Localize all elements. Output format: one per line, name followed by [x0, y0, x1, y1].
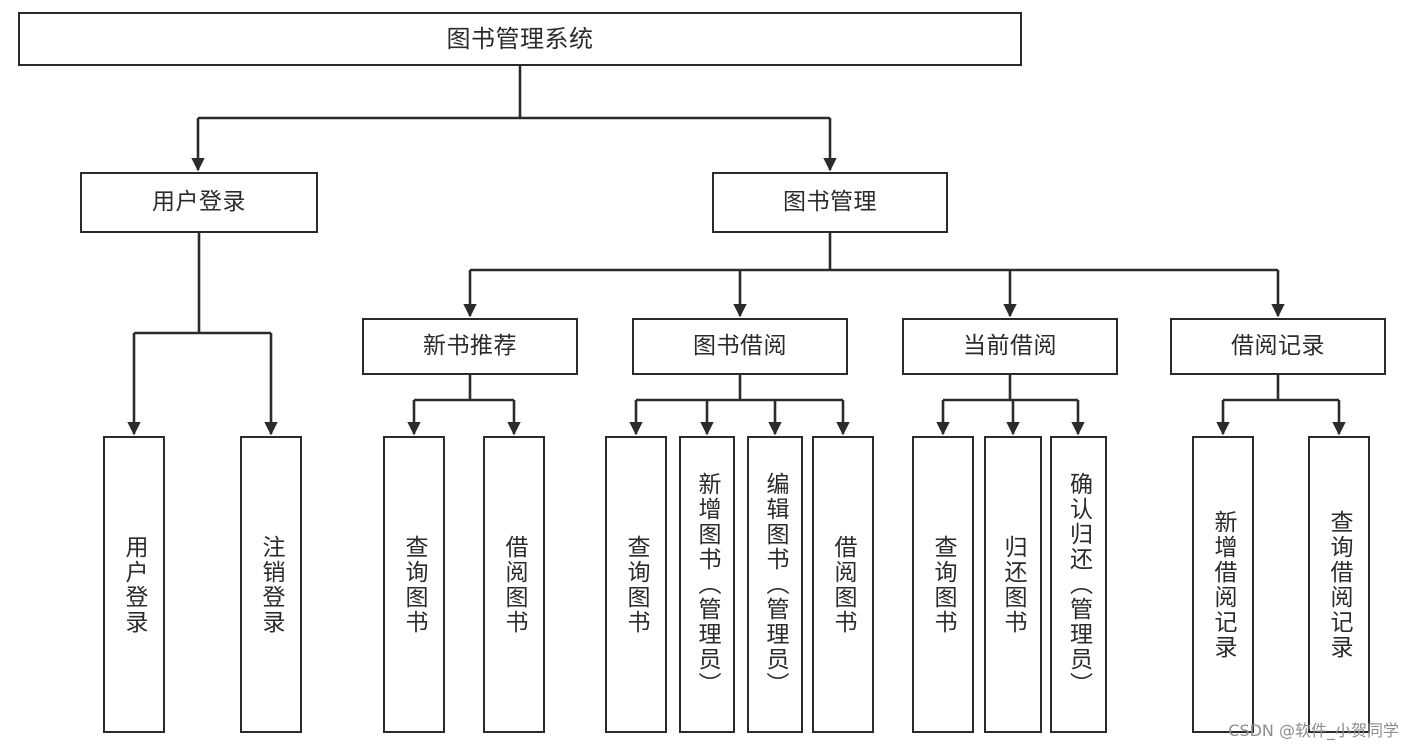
node-leaf-borrow-book-2-label: 借阅图书 [830, 534, 857, 635]
node-leaf-logout-login-label: 注销登录 [258, 534, 285, 635]
node-leaf-add-record-label: 新增借阅记录 [1210, 509, 1237, 660]
node-leaf-query-book-3[interactable]: 查询图书 [912, 436, 974, 733]
node-current-borrow-label: 当前借阅 [963, 332, 1057, 359]
node-leaf-borrow-book-1[interactable]: 借阅图书 [483, 436, 545, 733]
node-borrow-record[interactable]: 借阅记录 [1170, 318, 1386, 375]
node-leaf-confirm-return-label: 确认归还（管理员） [1065, 472, 1092, 697]
node-leaf-confirm-return[interactable]: 确认归还（管理员） [1050, 436, 1107, 733]
node-leaf-logout-login[interactable]: 注销登录 [240, 436, 302, 733]
node-leaf-borrow-book-1-label: 借阅图书 [501, 534, 528, 635]
node-user-login-label: 用户登录 [152, 188, 246, 215]
node-leaf-query-book-1[interactable]: 查询图书 [383, 436, 445, 733]
node-book-borrow[interactable]: 图书借阅 [632, 318, 848, 375]
node-book-borrow-label: 图书借阅 [693, 332, 787, 359]
node-new-book-recommend[interactable]: 新书推荐 [362, 318, 578, 375]
node-leaf-edit-book[interactable]: 编辑图书（管理员） [747, 436, 803, 733]
node-user-login[interactable]: 用户登录 [80, 172, 318, 233]
node-leaf-user-login-label: 用户登录 [121, 534, 148, 635]
csdn-watermark: CSDN @软件_小贺同学 [1228, 721, 1399, 740]
node-book-management-label: 图书管理 [783, 188, 877, 215]
node-leaf-user-login[interactable]: 用户登录 [103, 436, 165, 733]
node-leaf-query-book-3-label: 查询图书 [930, 534, 957, 635]
node-leaf-query-book-2-label: 查询图书 [623, 534, 650, 635]
node-borrow-record-label: 借阅记录 [1231, 332, 1325, 359]
node-current-borrow[interactable]: 当前借阅 [902, 318, 1118, 375]
node-leaf-query-book-2[interactable]: 查询图书 [605, 436, 667, 733]
node-leaf-add-book-label: 新增图书（管理员） [694, 472, 721, 697]
node-root-system-label: 图书管理系统 [446, 24, 594, 53]
node-leaf-query-record[interactable]: 查询借阅记录 [1308, 436, 1370, 733]
node-leaf-return-book[interactable]: 归还图书 [984, 436, 1042, 733]
node-book-management[interactable]: 图书管理 [712, 172, 948, 233]
node-leaf-return-book-label: 归还图书 [1000, 534, 1027, 635]
node-leaf-query-record-label: 查询借阅记录 [1326, 509, 1353, 660]
node-leaf-add-book[interactable]: 新增图书（管理员） [679, 436, 735, 733]
node-leaf-borrow-book-2[interactable]: 借阅图书 [812, 436, 874, 733]
node-leaf-add-record[interactable]: 新增借阅记录 [1192, 436, 1254, 733]
node-leaf-query-book-1-label: 查询图书 [401, 534, 428, 635]
node-root-system[interactable]: 图书管理系统 [18, 12, 1022, 66]
node-leaf-edit-book-label: 编辑图书（管理员） [762, 472, 789, 697]
node-new-book-recommend-label: 新书推荐 [423, 332, 517, 359]
